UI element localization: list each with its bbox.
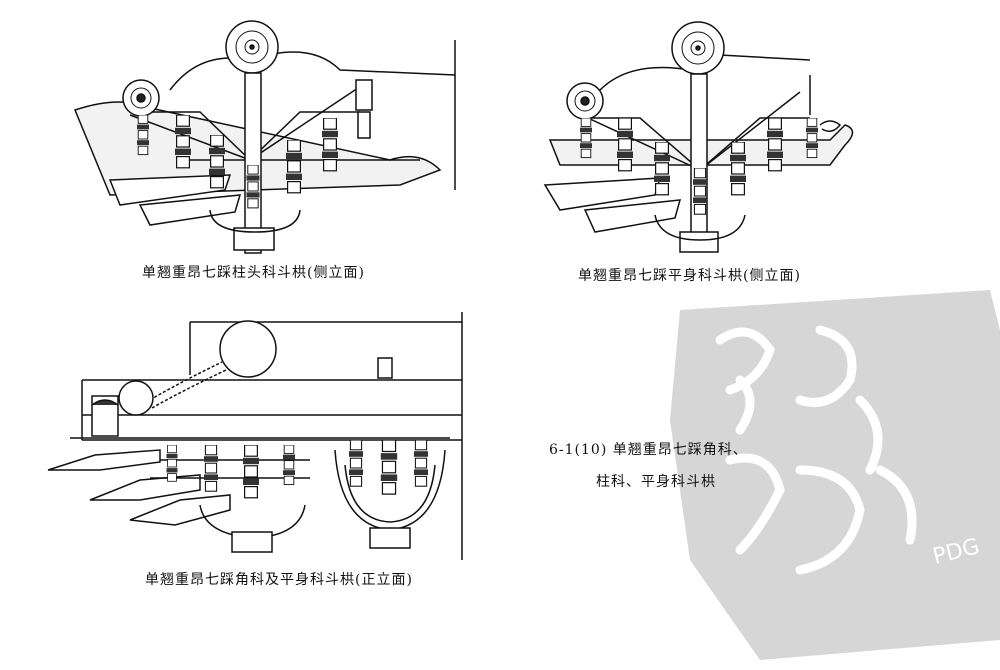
drawing-corner-front: [47, 312, 463, 560]
watermark-seal: [670, 290, 1000, 660]
figure-title-line-2: 柱科、平身科斗栱: [596, 474, 716, 490]
caption-column-head-side: 单翘重昂七踩柱头科斗栱(侧立面): [142, 265, 365, 281]
drawing-column-head-side: [74, 20, 456, 254]
figure-title-line-1: 6-1(10) 单翘重昂七踩角科、: [549, 442, 748, 458]
caption-corner-front: 单翘重昂七踩角科及平身科斗栱(正立面): [145, 572, 413, 588]
caption-intermediate-side: 单翘重昂七踩平身科斗栱(侧立面): [578, 268, 801, 284]
